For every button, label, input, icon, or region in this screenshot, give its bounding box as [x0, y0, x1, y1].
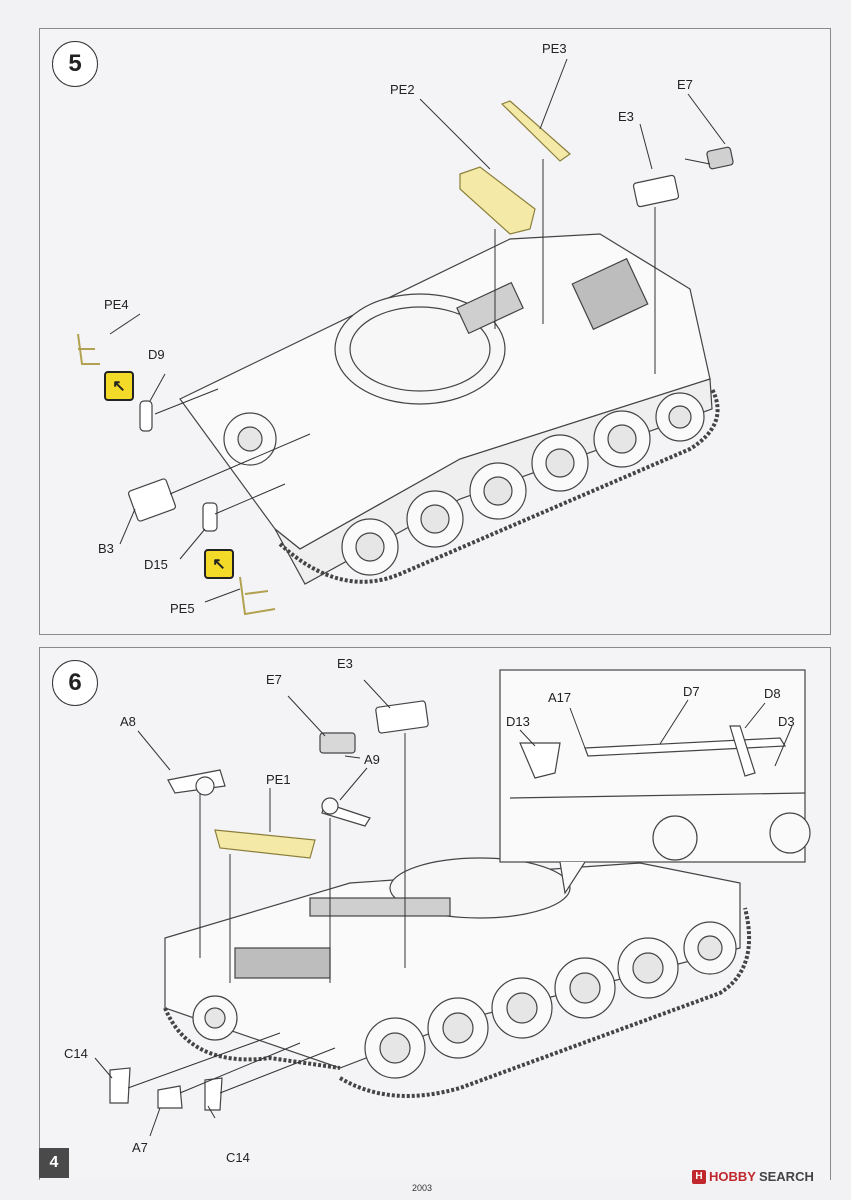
- watermark: H HOBBY SEARCH: [692, 1169, 814, 1184]
- label-d8: D8: [764, 686, 781, 701]
- road-wheels: [192, 921, 737, 1079]
- track: [338, 907, 752, 1098]
- label-c14: C14: [226, 1150, 250, 1165]
- engine-grille: [234, 947, 331, 979]
- label-a7: A7: [132, 1140, 148, 1155]
- d9-part: [139, 400, 153, 432]
- track: [278, 388, 720, 584]
- pe4-part: [77, 333, 100, 365]
- hobby-search-logo-icon: H: [692, 1169, 706, 1184]
- label-b3: B3: [98, 541, 114, 556]
- b3-part: [127, 478, 177, 522]
- pe1-part: [214, 829, 316, 859]
- label-pe5: PE5: [170, 601, 195, 616]
- page-number: 4: [39, 1148, 69, 1178]
- pe3-part: [500, 100, 571, 162]
- a7-part: [157, 1085, 183, 1109]
- bend-instruction-icon: ↖: [104, 371, 134, 401]
- label-pe1: PE1: [266, 772, 291, 787]
- d15-part: [202, 502, 218, 532]
- e3-part: [375, 700, 429, 734]
- label-d7: D7: [683, 684, 700, 699]
- label-e7: E7: [677, 77, 693, 92]
- label-a17: A17: [548, 690, 572, 705]
- footer-code: 2003: [412, 1183, 433, 1193]
- step-number-badge: 6: [52, 660, 98, 706]
- pe5-part: [239, 576, 276, 616]
- road-wheels: [223, 392, 705, 576]
- step-6-panel: 6: [39, 647, 831, 1180]
- e7-part: [319, 732, 356, 754]
- label-pe2: PE2: [390, 82, 415, 97]
- watermark-hobby: HOBBY: [709, 1169, 756, 1184]
- turret-ring: [334, 293, 506, 405]
- label-d13: D13: [506, 714, 530, 729]
- step-5-panel: 5: [39, 28, 831, 635]
- d8-part: [729, 725, 756, 777]
- label-d9: D9: [148, 347, 165, 362]
- step-6-drawing: [94, 669, 811, 1137]
- watermark-search: SEARCH: [758, 1169, 814, 1184]
- label-pe3: PE3: [542, 41, 567, 56]
- label-e3: E3: [337, 656, 353, 671]
- label-pe4: PE4: [104, 297, 129, 312]
- pe2-part: [459, 166, 536, 235]
- label-a9: A9: [364, 752, 380, 767]
- e3-part: [632, 174, 680, 208]
- leader-lines: [94, 679, 793, 1137]
- d13-part: [519, 742, 561, 779]
- label-d15: D15: [144, 557, 168, 572]
- label-e3: E3: [618, 109, 634, 124]
- engine-grille: [571, 257, 649, 331]
- leader-lines: [109, 58, 726, 603]
- c14-part: [204, 1077, 223, 1111]
- e7-part: [706, 146, 734, 170]
- label-d3: D3: [778, 714, 795, 729]
- label-e7: E7: [266, 672, 282, 687]
- bend-instruction-icon: ↖: [204, 549, 234, 579]
- c14-part: [109, 1067, 131, 1104]
- label-c14: C14: [64, 1046, 88, 1061]
- label-a8: A8: [120, 714, 136, 729]
- step-number-badge: 5: [52, 41, 98, 87]
- step-5-drawing: [77, 58, 734, 616]
